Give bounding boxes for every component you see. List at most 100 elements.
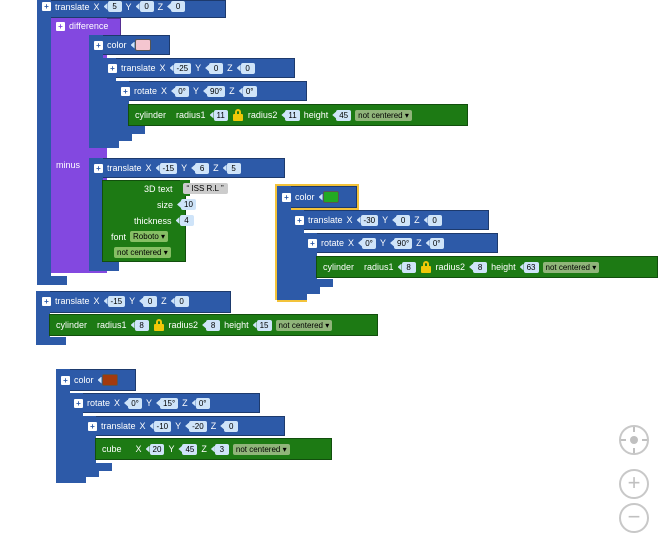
mutator-plus-icon[interactable]: + bbox=[121, 86, 130, 96]
center-dropdown[interactable]: not centered ▾ bbox=[275, 319, 333, 331]
cube-y-field[interactable]: 45 bbox=[182, 443, 198, 455]
radius2-label: radius2 bbox=[168, 320, 199, 330]
translate-x-field[interactable]: 5 bbox=[107, 1, 122, 12]
axis-y-label: Y bbox=[181, 163, 188, 173]
translate-z-field[interactable]: 0 bbox=[174, 295, 189, 307]
translate-label: translate bbox=[55, 1, 90, 12]
translate-z-field[interactable]: 0 bbox=[224, 420, 239, 432]
translate-label: translate bbox=[121, 63, 156, 73]
input-notch bbox=[130, 321, 135, 329]
translate-x-field[interactable]: -30 bbox=[360, 214, 379, 226]
mutator-plus-icon[interactable]: + bbox=[42, 2, 51, 11]
cylinder-block-c[interactable]: cylinder radius1 8 radius2 8 height 63 n… bbox=[316, 256, 658, 278]
translate-x-field[interactable]: -25 bbox=[173, 62, 192, 74]
thickness-field[interactable]: 4 bbox=[179, 215, 194, 226]
radius2-field[interactable]: 8 bbox=[473, 261, 488, 273]
font-dropdown[interactable]: Roboto ▾ bbox=[130, 231, 169, 242]
translate-z-field[interactable]: 0 bbox=[427, 214, 442, 226]
height-field[interactable]: 15 bbox=[256, 319, 272, 331]
cylinder-block-a[interactable]: cylinder radius1 11 radius2 11 height 45… bbox=[128, 104, 468, 126]
radius2-field[interactable]: 8 bbox=[206, 319, 221, 331]
input-notch bbox=[167, 3, 172, 10]
translate-z-field[interactable]: 0 bbox=[240, 62, 255, 74]
rotate-y-field[interactable]: 90° bbox=[207, 85, 226, 97]
lock-icon[interactable] bbox=[232, 109, 244, 121]
color-swatch-pink[interactable] bbox=[134, 39, 151, 51]
translate-z-field[interactable]: 0 bbox=[171, 1, 186, 12]
center-dropdown[interactable]: not centered ▾ bbox=[232, 443, 290, 455]
mutator-plus-icon[interactable]: + bbox=[61, 375, 70, 385]
color-pink-foot bbox=[89, 140, 119, 148]
translate-x-field[interactable]: -10 bbox=[153, 420, 172, 432]
cube-label: cube bbox=[102, 444, 122, 454]
height-field[interactable]: 63 bbox=[523, 261, 539, 273]
translate-x-field[interactable]: -15 bbox=[159, 162, 178, 174]
radius1-label: radius1 bbox=[176, 110, 206, 120]
input-notch bbox=[358, 239, 363, 247]
center-dropdown[interactable]: not centered ▾ bbox=[355, 109, 412, 121]
translate-y-field[interactable]: 0 bbox=[143, 295, 158, 307]
translate-y-field[interactable]: -20 bbox=[189, 420, 207, 432]
zoom-in-icon[interactable]: + bbox=[619, 469, 649, 499]
size-field[interactable]: 10 bbox=[181, 199, 196, 210]
quote-open-glyph: “ bbox=[186, 184, 190, 193]
mutator-plus-icon[interactable]: + bbox=[88, 421, 97, 431]
rotate-c-foot bbox=[303, 279, 333, 287]
radius1-field[interactable]: 11 bbox=[213, 109, 228, 121]
axis-z-label: Z bbox=[213, 163, 219, 173]
zoom-out-icon[interactable]: − bbox=[619, 503, 649, 533]
rotate-z-field[interactable]: 0° bbox=[429, 237, 444, 249]
mutator-plus-icon[interactable]: + bbox=[56, 21, 65, 31]
height-label: height bbox=[491, 262, 516, 272]
translate-y-field[interactable]: 0 bbox=[139, 1, 154, 12]
cube-block[interactable]: cube X 20 Y 45 Z 3 not centered ▾ bbox=[95, 438, 332, 460]
cube-z-field[interactable]: 3 bbox=[214, 443, 229, 455]
input-notch bbox=[171, 87, 176, 95]
center-dropdown[interactable]: not centered ▾ bbox=[114, 247, 171, 258]
color-swatch-brown[interactable] bbox=[101, 374, 118, 386]
translate-x-field[interactable]: -15 bbox=[107, 295, 126, 307]
mutator-plus-icon[interactable]: + bbox=[94, 163, 103, 173]
translate-y-field[interactable]: 0 bbox=[396, 214, 411, 226]
mutator-plus-icon[interactable]: + bbox=[308, 238, 317, 248]
radius1-field[interactable]: 8 bbox=[401, 261, 416, 273]
translate-y-field[interactable]: 0 bbox=[209, 62, 224, 74]
cube-x-field[interactable]: 20 bbox=[149, 443, 165, 455]
rotate-y-field[interactable]: 15° bbox=[160, 397, 179, 409]
input-notch bbox=[423, 216, 428, 224]
axis-x-label: X bbox=[135, 444, 142, 454]
rotate-z-field[interactable]: 0° bbox=[242, 85, 257, 97]
input-notch bbox=[390, 239, 395, 247]
mutator-plus-icon[interactable]: + bbox=[94, 40, 103, 50]
size-label: size bbox=[157, 199, 174, 210]
color-swatch-green[interactable] bbox=[322, 191, 339, 203]
center-dropdown[interactable]: not centered ▾ bbox=[542, 261, 600, 273]
axis-z-label: Z bbox=[182, 398, 188, 408]
text3d-string-field[interactable]: “ ISS R.L ” bbox=[182, 183, 228, 194]
rotate-x-field[interactable]: 0° bbox=[362, 237, 377, 249]
translate-y-field[interactable]: 6 bbox=[195, 162, 210, 174]
height-field[interactable]: 45 bbox=[336, 109, 352, 121]
mutator-plus-icon[interactable]: + bbox=[282, 192, 291, 202]
mutator-plus-icon[interactable]: + bbox=[295, 215, 304, 225]
color-brown-foot bbox=[56, 475, 86, 483]
translate-b-foot bbox=[89, 262, 119, 271]
mutator-plus-icon[interactable]: + bbox=[108, 63, 117, 73]
input-notch bbox=[149, 422, 154, 430]
input-notch bbox=[252, 321, 257, 329]
cylinder-block-d[interactable]: cylinder radius1 8 radius2 8 height 15 n… bbox=[49, 314, 378, 336]
translate-z-field[interactable]: 5 bbox=[226, 162, 241, 174]
center-dropdown-value: not centered bbox=[278, 320, 323, 330]
color-block-pink-body bbox=[89, 35, 103, 147]
lock-icon[interactable] bbox=[153, 319, 165, 331]
radius1-field[interactable]: 8 bbox=[134, 319, 149, 331]
recenter-icon[interactable] bbox=[619, 425, 649, 455]
rotate-x-field[interactable]: 0° bbox=[175, 85, 190, 97]
rotate-z-field[interactable]: 0° bbox=[195, 397, 210, 409]
mutator-plus-icon[interactable]: + bbox=[42, 296, 51, 306]
radius2-field[interactable]: 11 bbox=[285, 109, 300, 121]
lock-icon[interactable] bbox=[420, 261, 432, 273]
mutator-plus-icon[interactable]: + bbox=[74, 398, 83, 408]
rotate-y-field[interactable]: 90° bbox=[394, 237, 413, 249]
rotate-x-field[interactable]: 0° bbox=[128, 397, 143, 409]
